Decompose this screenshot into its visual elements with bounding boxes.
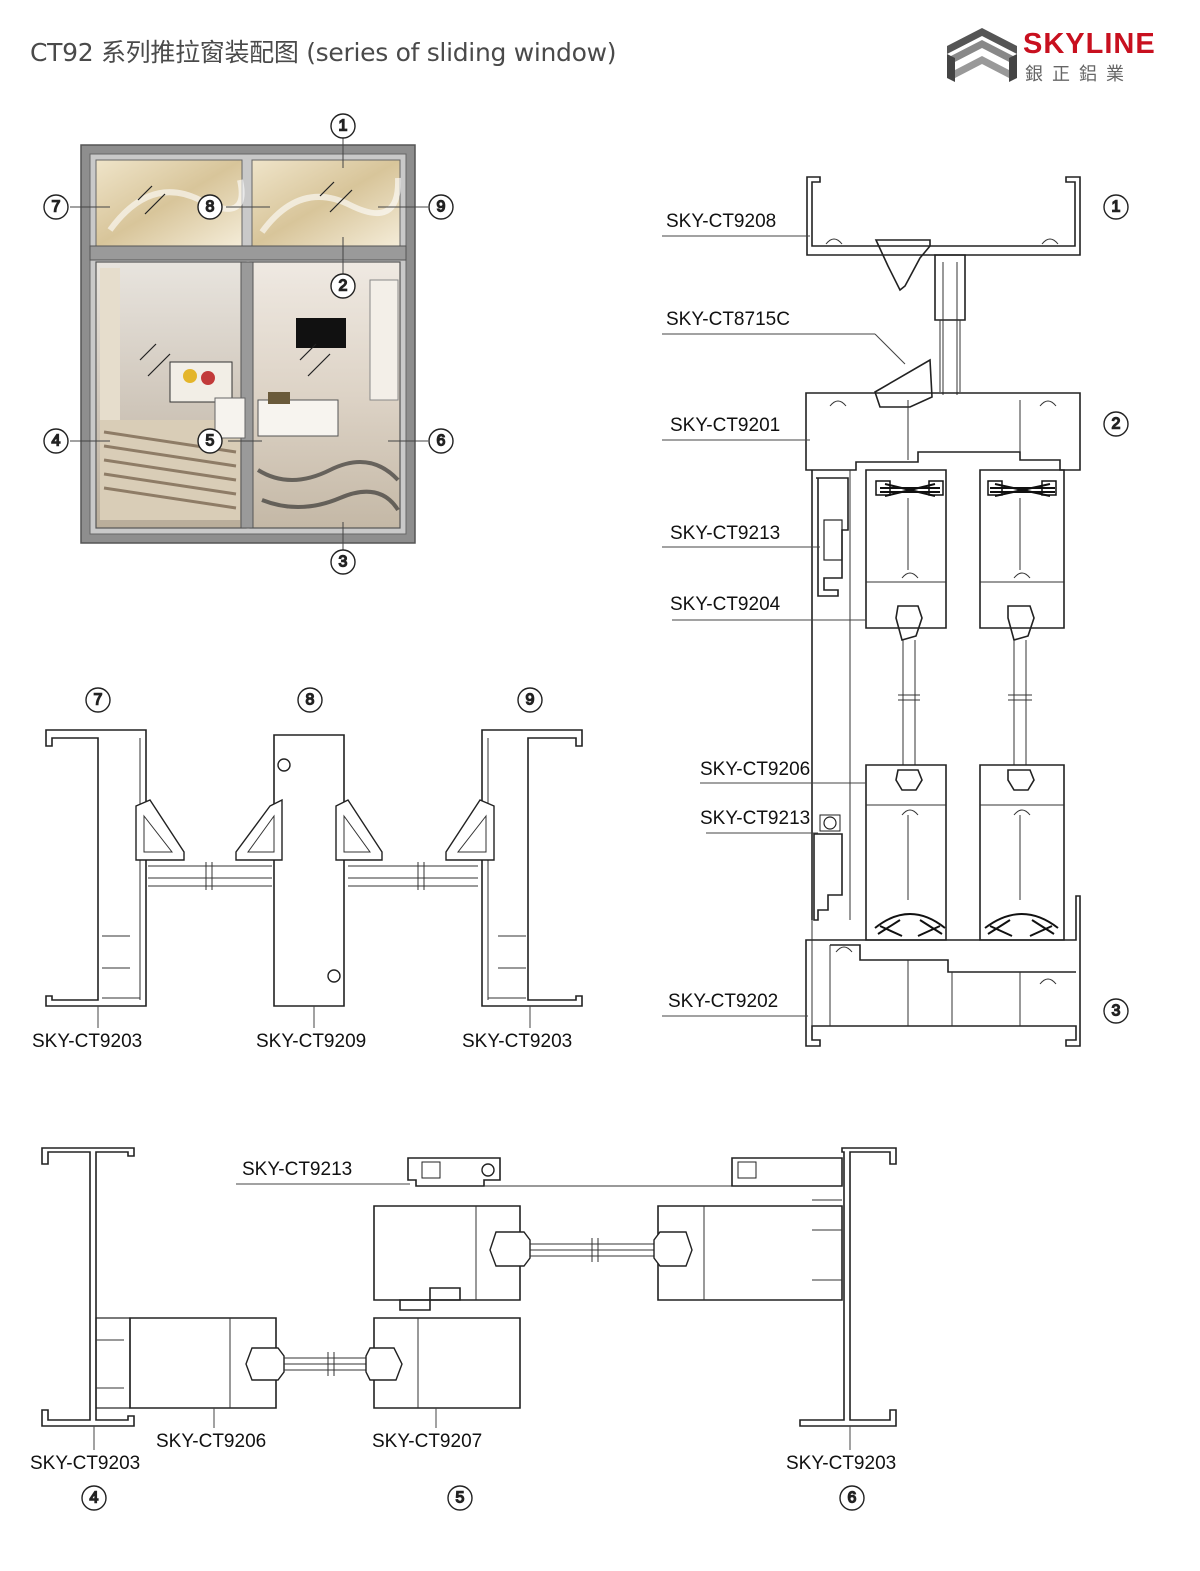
page-title: CT92 系列推拉窗装配图 (series of sliding window) bbox=[30, 38, 617, 67]
svg-text:3: 3 bbox=[1112, 1003, 1121, 1020]
horizontal-section bbox=[41, 1147, 897, 1427]
part-labels: SKY-CT9208 SKY-CT8715C SKY-CT9201 SKY-CT… bbox=[30, 211, 896, 1474]
label-ct9203-right-jamb: SKY-CT9203 bbox=[786, 1453, 896, 1474]
callout-elev-2: 2 bbox=[330, 273, 356, 299]
svg-text:1: 1 bbox=[339, 118, 348, 135]
svg-text:5: 5 bbox=[206, 433, 215, 450]
callout-section-4: 4 bbox=[81, 1485, 107, 1511]
callout-elev-4: 4 bbox=[43, 428, 69, 454]
svg-text:4: 4 bbox=[90, 1490, 99, 1507]
label-ct9207: SKY-CT9207 bbox=[372, 1431, 482, 1452]
callout-section-8: 8 bbox=[297, 687, 323, 713]
svg-text:8: 8 bbox=[306, 692, 315, 709]
callout-section-6: 6 bbox=[839, 1485, 865, 1511]
skyline-logo: SKYLINE 銀正鋁業 bbox=[945, 24, 1165, 88]
callout-elev-5: 5 bbox=[197, 428, 223, 454]
label-ct9203-left-jamb: SKY-CT9203 bbox=[30, 1453, 140, 1474]
label-ct9203-right-transom: SKY-CT9203 bbox=[462, 1031, 572, 1052]
horizontal-leaders bbox=[93, 1183, 851, 1450]
callout-elev-6: 6 bbox=[428, 428, 454, 454]
svg-text:6: 6 bbox=[848, 1490, 857, 1507]
logo-wordmark: SKYLINE bbox=[1023, 28, 1156, 60]
label-ct9209: SKY-CT9209 bbox=[256, 1031, 366, 1052]
callout-section-1: 1 bbox=[1103, 194, 1129, 220]
callout-elev-1: 1 bbox=[330, 113, 356, 139]
callout-section-2: 2 bbox=[1103, 411, 1129, 437]
label-ct8715c: SKY-CT8715C bbox=[666, 309, 790, 330]
callout-section-9: 9 bbox=[517, 687, 543, 713]
label-ct9204: SKY-CT9204 bbox=[670, 594, 781, 615]
label-ct9206-horizontal: SKY-CT9206 bbox=[156, 1431, 266, 1452]
svg-text:3: 3 bbox=[339, 554, 348, 571]
svg-text:9: 9 bbox=[437, 199, 446, 216]
window-elevation bbox=[80, 144, 416, 544]
svg-text:7: 7 bbox=[52, 199, 61, 216]
label-ct9206-vertical: SKY-CT9206 bbox=[700, 759, 810, 780]
svg-text:8: 8 bbox=[206, 199, 215, 216]
label-ct9203-left-transom: SKY-CT9203 bbox=[32, 1031, 142, 1052]
label-ct9213-upper: SKY-CT9213 bbox=[670, 523, 780, 544]
vertical-section bbox=[805, 176, 1081, 1047]
elevation-leaders bbox=[70, 138, 428, 551]
svg-text:7: 7 bbox=[94, 692, 103, 709]
label-ct9213-lower: SKY-CT9213 bbox=[700, 808, 810, 829]
callout-section-5: 5 bbox=[447, 1485, 473, 1511]
callout-section-7: 7 bbox=[85, 687, 111, 713]
svg-text:1: 1 bbox=[1112, 199, 1121, 216]
label-ct9208: SKY-CT9208 bbox=[666, 211, 776, 232]
svg-text:4: 4 bbox=[52, 433, 61, 450]
svg-text:9: 9 bbox=[526, 692, 535, 709]
callout-section-3: 3 bbox=[1103, 998, 1129, 1024]
callout-elev-7: 7 bbox=[43, 194, 69, 220]
svg-text:2: 2 bbox=[1112, 416, 1121, 433]
transom-section bbox=[45, 729, 583, 1007]
svg-text:2: 2 bbox=[339, 278, 348, 295]
svg-text:5: 5 bbox=[456, 1490, 465, 1507]
callout-elev-9: 9 bbox=[428, 194, 454, 220]
vertical-leaders bbox=[662, 235, 906, 1017]
label-ct9202: SKY-CT9202 bbox=[668, 991, 778, 1012]
callout-circles: 1 2 3 4 5 6 7 8 9 1 2 3 7 8 9 4 5 6 bbox=[43, 113, 1129, 1511]
label-ct9213-horizontal: SKY-CT9213 bbox=[242, 1159, 352, 1180]
callout-elev-3: 3 bbox=[330, 549, 356, 575]
logo-chinese-name: 銀正鋁業 bbox=[1025, 64, 1133, 85]
transom-leaders bbox=[97, 1006, 531, 1028]
logo-mark-icon bbox=[947, 28, 1017, 82]
svg-text:6: 6 bbox=[437, 433, 446, 450]
callout-elev-8: 8 bbox=[197, 194, 223, 220]
label-ct9201: SKY-CT9201 bbox=[670, 415, 780, 436]
